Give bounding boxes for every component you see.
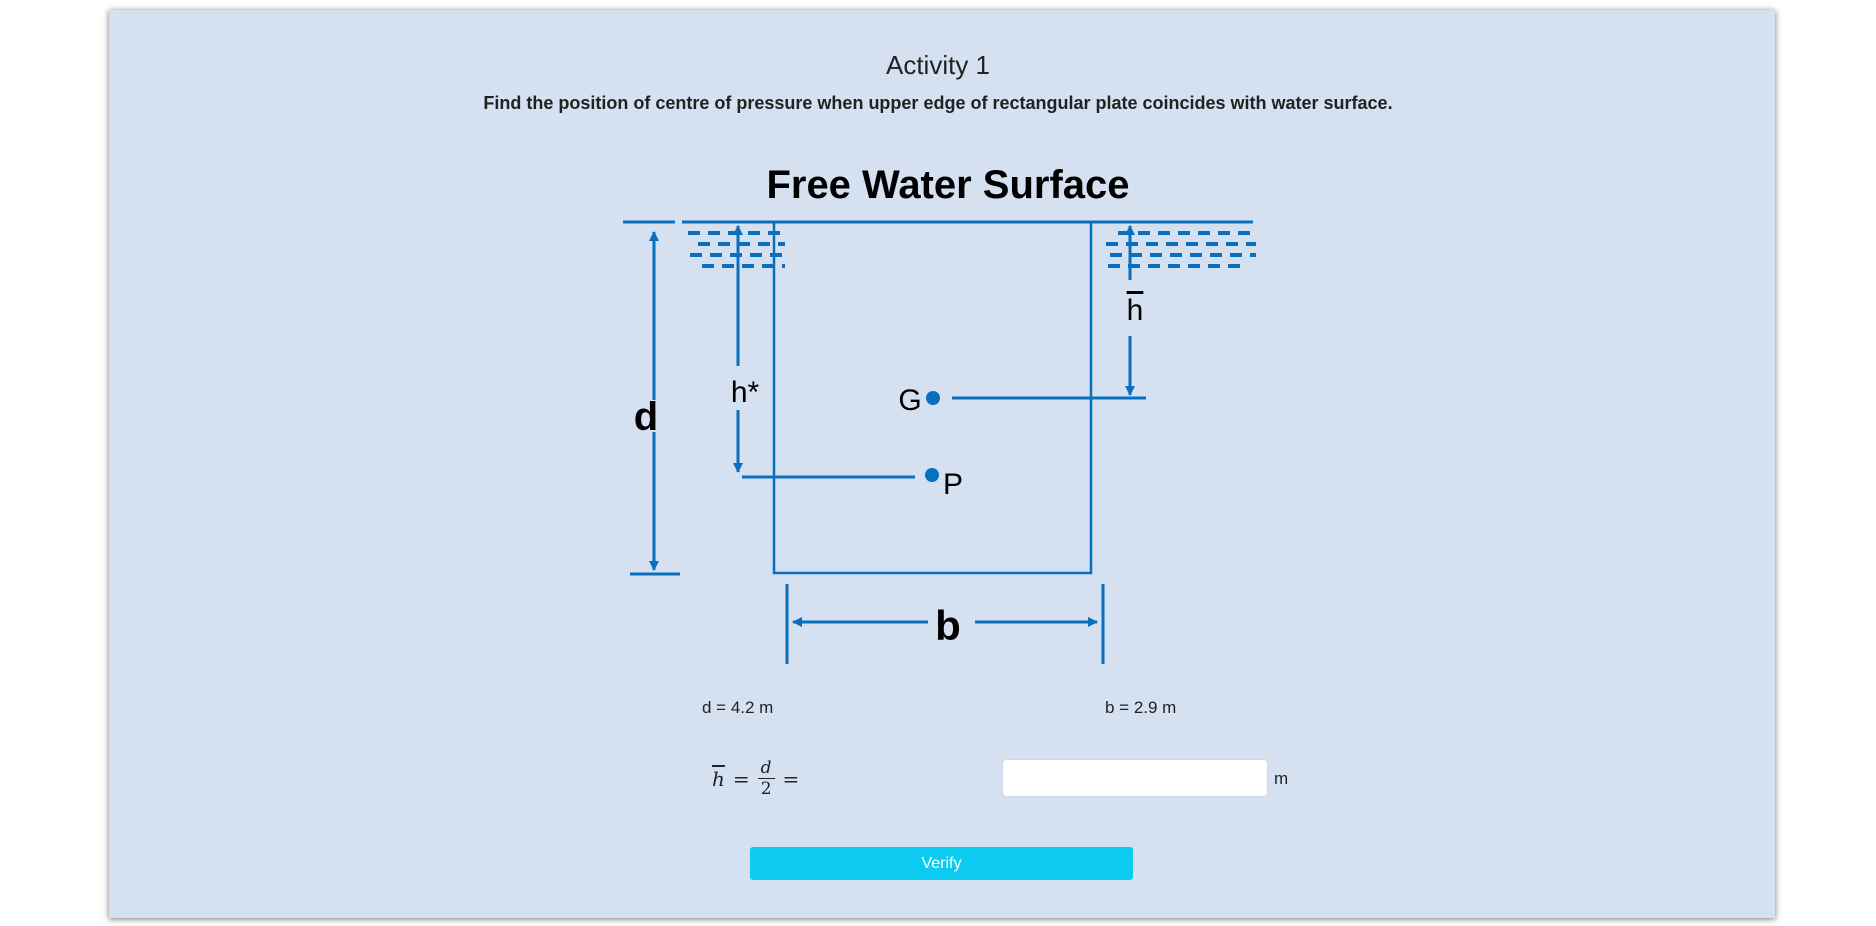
hbar-label: h [1127,294,1144,327]
centre-of-pressure-p-dot [925,468,939,482]
formula-numerator: d [757,758,775,779]
hbar-formula: h = d 2 = [712,758,799,799]
formula-equals: = [732,766,750,791]
formula-hbar: h [712,766,725,791]
b-label: b [935,602,961,649]
g-label: G [898,384,921,417]
verify-button[interactable]: Verify [750,847,1133,880]
centroid-g-dot [926,391,940,405]
given-d: d = 4.2 m [702,698,774,717]
given-b: b = 2.9 m [1105,698,1177,717]
p-label: P [943,468,963,501]
d-label: d [634,395,658,439]
hstar-label: h* [731,376,760,409]
water-dashes-right [1106,231,1256,268]
activity-title: Activity 1 [885,50,991,80]
formula-fraction: d 2 [757,758,775,799]
answer-unit: m [1274,769,1289,788]
activity-question: Find the position of centre of pressure … [483,93,1393,113]
formula-denominator: 2 [760,779,772,799]
hbar-answer-input[interactable] [1002,759,1268,797]
water-dashes-left [688,231,785,268]
formula-equals-2: = [782,766,800,791]
activity-card [109,10,1775,918]
diagram-heading: Free Water Surface [766,163,1129,207]
